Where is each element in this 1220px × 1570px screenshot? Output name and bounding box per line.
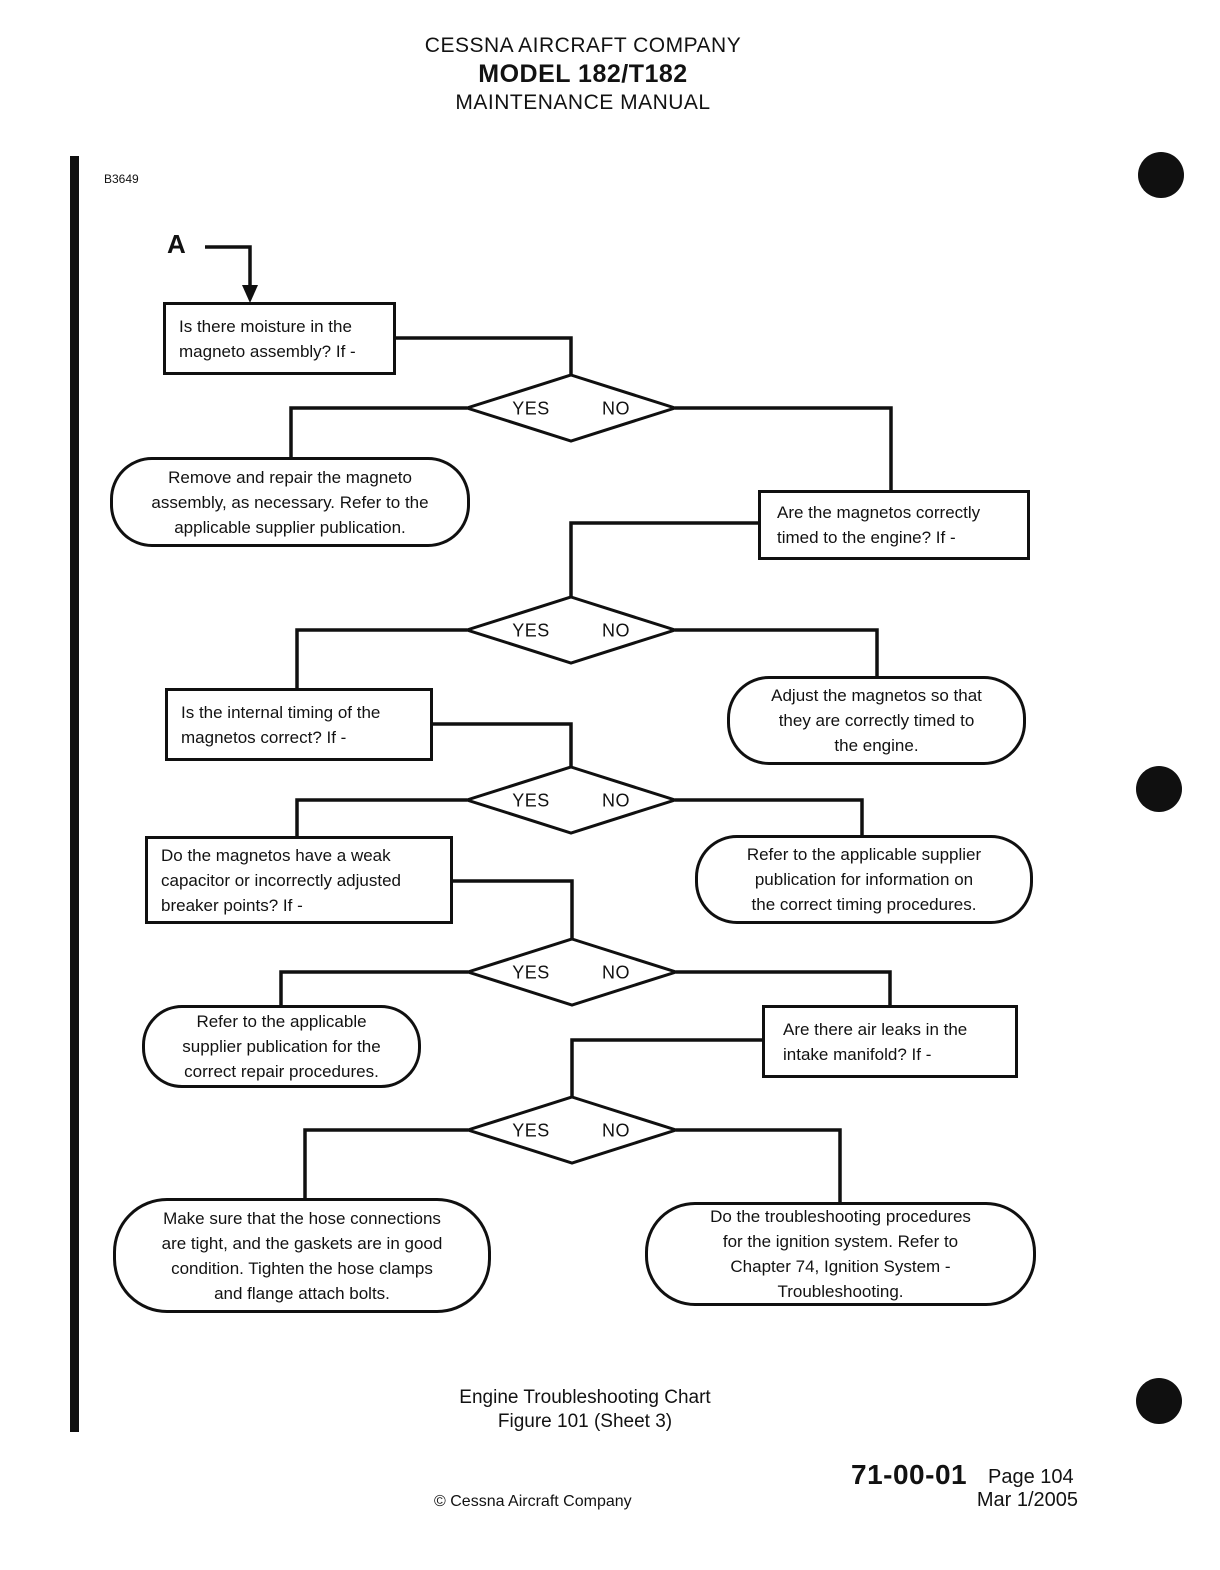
company-name: CESSNA AIRCRAFT COMPANY — [424, 34, 742, 57]
decision-diamond-2 — [462, 595, 680, 665]
model-title: MODEL 182/T182 — [478, 60, 688, 88]
manual-title: MAINTENANCE MANUAL — [455, 91, 711, 114]
connector-d1-yes — [289, 406, 467, 458]
question-box-weak-capacitor: Do the magnetos have a weak capacitor or… — [145, 836, 453, 924]
entry-connector — [205, 245, 252, 288]
yes-label-5: YES — [512, 1120, 550, 1141]
figure-code: B3649 — [104, 172, 139, 186]
yes-label-1: YES — [512, 398, 550, 419]
no-label-3: NO — [602, 790, 630, 811]
binder-hole-middle — [1136, 766, 1182, 812]
decision-diamond-3 — [462, 765, 680, 835]
question-box-moisture: Is there moisture in the magneto assembl… — [163, 302, 396, 375]
no-label-5: NO — [602, 1120, 630, 1141]
decision-diamond-4 — [463, 937, 681, 1007]
no-label-2: NO — [602, 620, 630, 641]
connector-q1-d1 — [396, 336, 573, 378]
action-box-refer-timing: Refer to the applicable supplier publica… — [695, 835, 1033, 924]
binder-hole-marks — [1136, 152, 1184, 1424]
section-number: 71-00-01 — [851, 1459, 968, 1490]
arrowhead-icon — [242, 285, 258, 303]
entry-connector-label: A — [167, 229, 186, 259]
no-label-1: NO — [602, 398, 630, 419]
connector-d2-no — [675, 628, 879, 677]
binder-hole-top — [1138, 152, 1184, 198]
page-number: Page 104 — [988, 1466, 1074, 1488]
connector-d4-yes — [279, 970, 468, 1006]
connector-q4-d4 — [453, 879, 574, 942]
decision-diamond-1 — [462, 373, 680, 443]
connector-q3-d3 — [433, 722, 573, 770]
decision-diamond-5 — [463, 1095, 681, 1165]
action-box-remove-repair: Remove and repair the magneto assembly, … — [110, 457, 470, 547]
connector-d5-yes — [303, 1128, 468, 1199]
decision-diamonds — [462, 373, 681, 1165]
connector-d4-no — [676, 970, 892, 1006]
yes-label-2: YES — [512, 620, 550, 641]
question-box-internal-timing: Is the internal timing of the magnetos c… — [165, 688, 433, 761]
question-box-magnetos-timed: Are the magnetos correctly timed to the … — [758, 490, 1030, 560]
yes-label-4: YES — [512, 962, 550, 983]
left-margin-bar — [70, 156, 79, 1432]
revision-date: Mar 1/2005 — [976, 1489, 1078, 1511]
connector-q5-d5 — [570, 1038, 762, 1100]
yes-label-3: YES — [512, 790, 550, 811]
connector-d5-no — [676, 1128, 842, 1203]
no-label-4: NO — [602, 962, 630, 983]
question-box-air-leaks: Are there air leaks in the intake manifo… — [762, 1005, 1018, 1078]
connector-q2-d2 — [569, 521, 758, 600]
connector-d1-no — [675, 406, 893, 491]
action-box-hose-connections: Make sure that the hose connections are … — [113, 1198, 491, 1313]
copyright-line: © Cessna Aircraft Company — [434, 1493, 632, 1510]
connector-d2-yes — [295, 628, 467, 689]
action-box-refer-repair: Refer to the applicable supplier publica… — [142, 1005, 421, 1088]
binder-hole-bottom — [1136, 1378, 1182, 1424]
action-box-adjust-magnetos: Adjust the magnetos so that they are cor… — [727, 676, 1026, 765]
page-header: CESSNA AIRCRAFT COMPANY MODEL 182/T182 M… — [425, 34, 741, 115]
action-box-ignition-troubleshooting: Do the troubleshooting procedures for th… — [645, 1202, 1036, 1306]
connector-d3-yes — [295, 798, 467, 837]
connector-lines — [205, 245, 893, 1203]
connector-d3-no — [675, 798, 864, 836]
figure-caption-title: Engine Troubleshooting Chart — [459, 1387, 711, 1408]
figure-caption-number: Figure 101 (Sheet 3) — [497, 1411, 673, 1432]
figure-caption: Engine Troubleshooting Chart Figure 101 … — [459, 1386, 710, 1434]
